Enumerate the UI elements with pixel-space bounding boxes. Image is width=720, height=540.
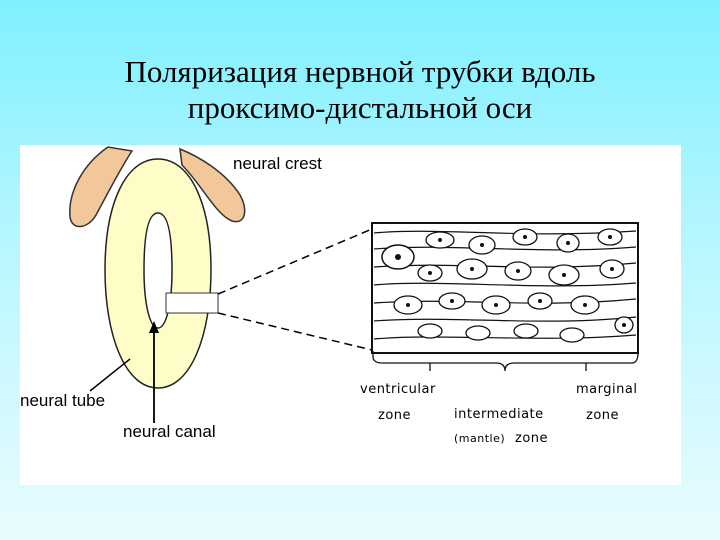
label-mantle: (mantle): [454, 432, 506, 445]
neural-crest-right: [179, 147, 246, 223]
label-ventricular: ventricular: [360, 382, 436, 397]
neural-crest-left: [69, 146, 134, 228]
slide-title: Поляризация нервной трубки вдоль проксим…: [0, 54, 720, 126]
neural-tube-diagram: [69, 146, 639, 423]
label-intermediate-zone: zone: [515, 431, 549, 446]
projection-line-top: [217, 228, 373, 295]
label-neural-canal: neural canal: [123, 422, 216, 441]
zone-bracket: [372, 351, 639, 372]
neural-tube: [104, 158, 212, 389]
label-neural-crest: neural crest: [233, 154, 322, 173]
label-marginal-zone: zone: [586, 408, 620, 423]
title-line-2: проксимо-дистальной оси: [187, 90, 533, 125]
projection-line-bottom: [217, 312, 373, 351]
label-marginal: marginal: [576, 382, 638, 397]
neural-tube-pointer: [89, 358, 131, 392]
label-neural-tube: neural tube: [20, 391, 106, 410]
section-box: [165, 292, 219, 314]
diagram-panel: neural crest neural tube neural canal ve…: [20, 145, 681, 485]
title-line-1: Поляризация нервной трубки вдоль: [124, 54, 596, 89]
histology-section: [371, 222, 639, 354]
label-intermediate: intermediate: [454, 407, 544, 422]
label-ventricular-zone: zone: [378, 408, 412, 423]
neural-canal-arrowhead: [149, 321, 159, 333]
